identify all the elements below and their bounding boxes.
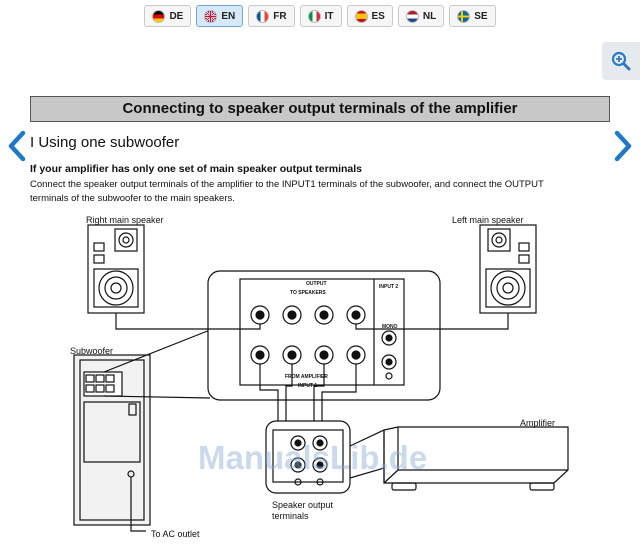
next-page-button[interactable] [612,130,634,162]
zoom-in-icon [611,51,631,71]
lang-label: FR [273,10,287,22]
subwoofer-label: Subwoofer [70,346,114,356]
lang-label: EN [221,10,236,22]
flag-es-icon [354,9,368,23]
from-amplifier-label: FROM AMPLIFIER [285,374,328,380]
input1-label: INPUT 1 [298,383,317,389]
body-text: Connect the speaker output terminals of … [30,179,544,204]
speaker-output-terminals [265,420,351,494]
flag-nl-icon [405,9,419,23]
lang-button-en[interactable]: EN [196,5,244,27]
lang-label: ES [371,10,385,22]
lang-label: IT [324,10,334,22]
chevron-left-icon [8,130,26,162]
flag-se-icon [457,9,471,23]
lang-label: DE [169,10,184,22]
lang-button-fr[interactable]: FR [248,5,295,27]
right-main-speaker-label: Right main speaker [86,215,164,225]
lang-button-nl[interactable]: NL [397,5,445,27]
flag-gb-icon [204,9,218,23]
flag-it-icon [307,9,321,23]
input2-label: INPUT 2 [379,284,398,290]
subwoofer-terminal-panel [207,270,441,401]
flag-fr-icon [256,9,270,23]
amplifier [383,426,569,491]
lang-button-se[interactable]: SE [449,5,496,27]
right-main-speaker [87,224,145,314]
output-label: OUTPUT [306,281,327,287]
lang-label: SE [474,10,488,22]
prev-page-button[interactable] [6,130,28,162]
connection-diagram: OUTPUT TO SPEAKERS INPUT 2 MONO FROM AMP… [73,224,569,532]
speaker-output-terminals-label: Speaker output terminals [272,500,334,521]
mono-label: MONO [382,324,398,330]
flag-de-icon [152,9,166,23]
page-title: Connecting to speaker output terminals o… [30,96,610,122]
left-main-speaker [479,224,537,314]
amplifier-label: Amplifier [520,418,556,428]
language-bar: DE EN FR IT ES NL SE [0,5,640,27]
sub-heading: If your amplifier has only one set of ma… [30,163,362,175]
chevron-right-icon [614,130,632,162]
section-heading: I Using one subwoofer [30,134,180,151]
lang-button-de[interactable]: DE [144,5,192,27]
zoom-button[interactable] [602,42,640,80]
subwoofer [73,354,151,526]
lang-button-it[interactable]: IT [299,5,342,27]
watermark: ManualsLib.de [198,439,428,476]
to-speakers-label: TO SPEAKERS [290,290,326,296]
left-main-speaker-label: Left main speaker [452,215,524,225]
lang-label: NL [422,10,437,22]
ac-outlet-label: To AC outlet [151,529,200,539]
lang-button-es[interactable]: ES [346,5,393,27]
